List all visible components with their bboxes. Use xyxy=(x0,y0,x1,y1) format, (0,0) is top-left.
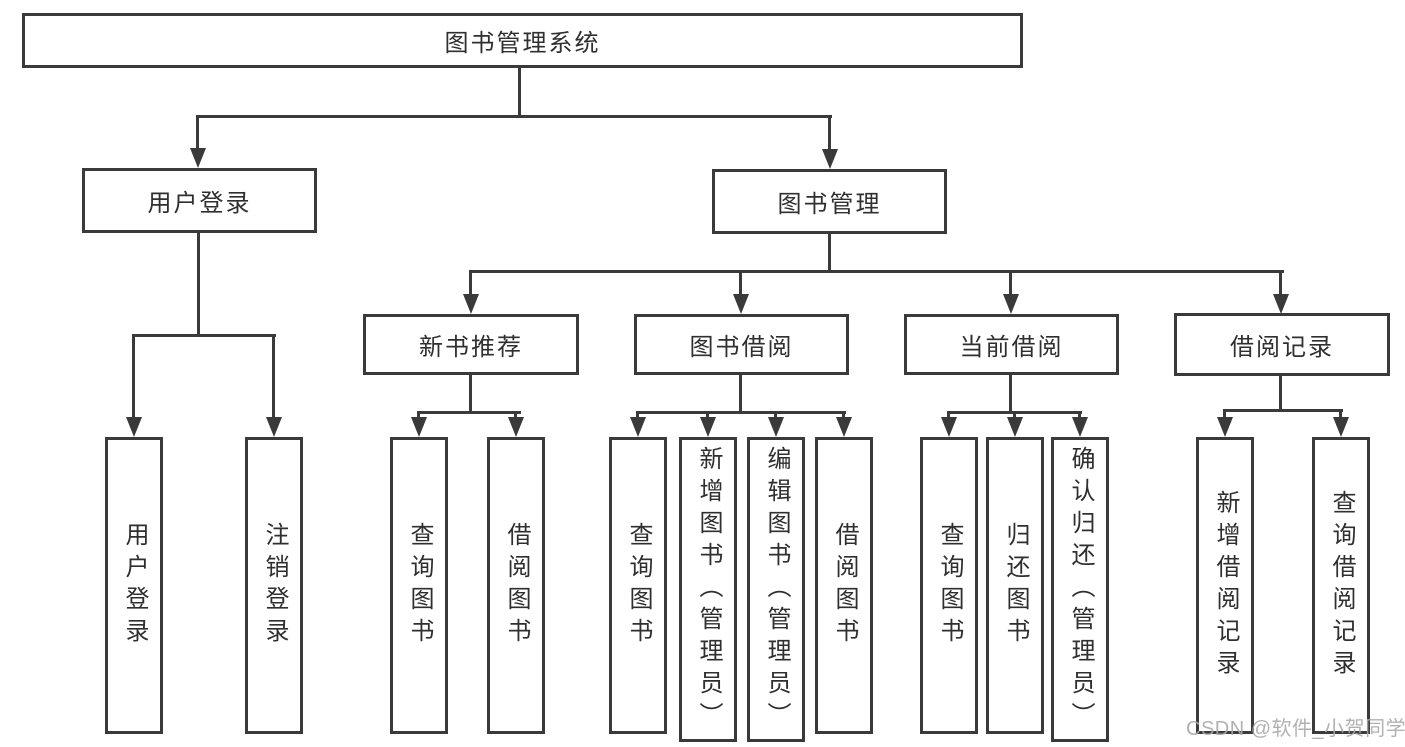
edge-to-user-login xyxy=(196,115,199,150)
arrow-down-icon xyxy=(822,149,838,169)
leaf-query-borrow-record-label: 查询借阅记录 xyxy=(1328,489,1355,682)
node-root-label: 图书管理系统 xyxy=(444,30,601,57)
node-new-book-recommend: 新书推荐 xyxy=(363,314,579,375)
edge-leaf-stem xyxy=(774,411,777,421)
arrow-down-icon xyxy=(700,417,716,437)
arrow-down-icon xyxy=(1072,417,1088,437)
arrow-down-icon xyxy=(630,417,646,437)
leaf-query-borrow-record: 查询借阅记录 xyxy=(1312,437,1370,734)
arrow-down-icon xyxy=(463,294,479,314)
leaf-query-book-current: 查询图书 xyxy=(920,437,978,734)
edge-new-book-recommend-stem xyxy=(469,375,472,414)
edge-to-new-book-recommend xyxy=(469,270,472,296)
arrow-down-icon xyxy=(733,294,749,314)
edge-to-borrow-records xyxy=(1279,270,1282,296)
leaf-confirm-return-admin-label: 确认归还（管理员） xyxy=(1067,445,1094,734)
edge-book-management-stem xyxy=(828,233,831,273)
leaf-logout-label: 注销登录 xyxy=(261,521,288,650)
arrow-down-icon xyxy=(1003,294,1019,314)
edge-leaf-stem xyxy=(947,411,950,421)
leaf-add-borrow-record-label: 新增借阅记录 xyxy=(1212,489,1239,682)
leaf-logout: 注销登录 xyxy=(245,437,303,734)
arrow-down-icon xyxy=(411,417,427,437)
arrow-down-icon xyxy=(508,417,524,437)
leaf-edit-book-admin: 编辑图书（管理员） xyxy=(747,437,805,742)
edge-book-management-bar xyxy=(469,270,1284,273)
edge-leaf-stem xyxy=(842,411,845,421)
leaf-query-book-current-label: 查询图书 xyxy=(936,521,963,650)
edge-leaf-stem xyxy=(636,411,639,421)
edge-to-book-borrow xyxy=(739,270,742,296)
node-user-login: 用户登录 xyxy=(82,168,317,233)
edge-root-bar xyxy=(196,115,832,118)
arrow-down-icon xyxy=(1007,417,1023,437)
node-root: 图书管理系统 xyxy=(22,13,1023,68)
edge-current-borrow-stem xyxy=(1009,375,1012,414)
arrow-down-icon xyxy=(266,417,282,437)
arrow-down-icon xyxy=(190,148,206,168)
arrow-down-icon xyxy=(941,417,957,437)
arrow-down-icon xyxy=(836,417,852,437)
leaf-query-book-borrow: 查询图书 xyxy=(609,437,667,734)
leaf-return-book-label: 归还图书 xyxy=(1002,521,1029,650)
edge-leaf-stem xyxy=(1339,409,1342,421)
leaf-query-book-recommend-label: 查询图书 xyxy=(406,521,433,650)
edge-to-leaf-logout xyxy=(272,334,275,419)
edge-leaf-stem xyxy=(417,411,420,421)
leaf-borrow-book: 借阅图书 xyxy=(815,437,873,734)
edge-user-login-bar xyxy=(132,334,276,337)
arrow-down-icon xyxy=(1217,417,1233,437)
node-current-borrow-label: 当前借阅 xyxy=(959,334,1064,361)
edge-to-book-management xyxy=(828,115,831,151)
watermark: CSDN @软件_小贺同学 xyxy=(1186,718,1405,740)
edge-new-book-recommend-bar xyxy=(417,411,521,414)
edge-root-stem xyxy=(518,68,521,117)
leaf-borrow-book-recommend-label: 借阅图书 xyxy=(503,521,530,650)
leaf-confirm-return-admin: 确认归还（管理员） xyxy=(1051,437,1109,742)
leaf-borrow-book-label: 借阅图书 xyxy=(831,521,858,650)
arrow-down-icon xyxy=(1273,294,1289,314)
edge-leaf-stem xyxy=(1223,409,1226,421)
edge-leaf-stem xyxy=(706,411,709,421)
leaf-query-book-recommend: 查询图书 xyxy=(390,437,448,734)
edge-to-current-borrow xyxy=(1009,270,1012,296)
leaf-query-book-borrow-label: 查询图书 xyxy=(625,521,652,650)
node-book-management-label: 图书管理 xyxy=(777,191,882,218)
edge-book-borrow-bar xyxy=(636,411,846,414)
leaf-borrow-book-recommend: 借阅图书 xyxy=(487,437,545,734)
leaf-return-book: 归还图书 xyxy=(986,437,1044,734)
node-book-borrow: 图书借阅 xyxy=(634,314,849,375)
node-book-borrow-label: 图书借阅 xyxy=(689,334,794,361)
edge-user-login-stem xyxy=(197,232,200,337)
arrow-down-icon xyxy=(126,417,142,437)
edge-to-leaf-user-login xyxy=(132,334,135,419)
edge-borrow-records-bar xyxy=(1223,409,1343,412)
edge-leaf-stem xyxy=(514,411,517,421)
leaf-add-book-admin-label: 新增图书（管理员） xyxy=(695,445,722,734)
edge-leaf-stem xyxy=(1078,411,1081,421)
node-book-management: 图书管理 xyxy=(712,169,947,234)
edge-borrow-records-stem xyxy=(1279,376,1282,412)
leaf-edit-book-admin-label: 编辑图书（管理员） xyxy=(763,445,790,734)
leaf-add-borrow-record: 新增借阅记录 xyxy=(1196,437,1254,734)
node-user-login-label: 用户登录 xyxy=(147,190,252,217)
node-borrow-records: 借阅记录 xyxy=(1174,313,1390,376)
leaf-add-book-admin: 新增图书（管理员） xyxy=(679,437,737,742)
node-current-borrow: 当前借阅 xyxy=(904,314,1119,375)
leaf-user-login-label: 用户登录 xyxy=(121,521,148,650)
node-borrow-records-label: 借阅记录 xyxy=(1230,334,1334,361)
edge-book-borrow-stem xyxy=(739,375,742,414)
arrow-down-icon xyxy=(768,417,784,437)
node-new-book-recommend-label: 新书推荐 xyxy=(419,334,523,361)
edge-leaf-stem xyxy=(1013,411,1016,421)
leaf-user-login: 用户登录 xyxy=(105,437,163,734)
arrow-down-icon xyxy=(1333,417,1349,437)
